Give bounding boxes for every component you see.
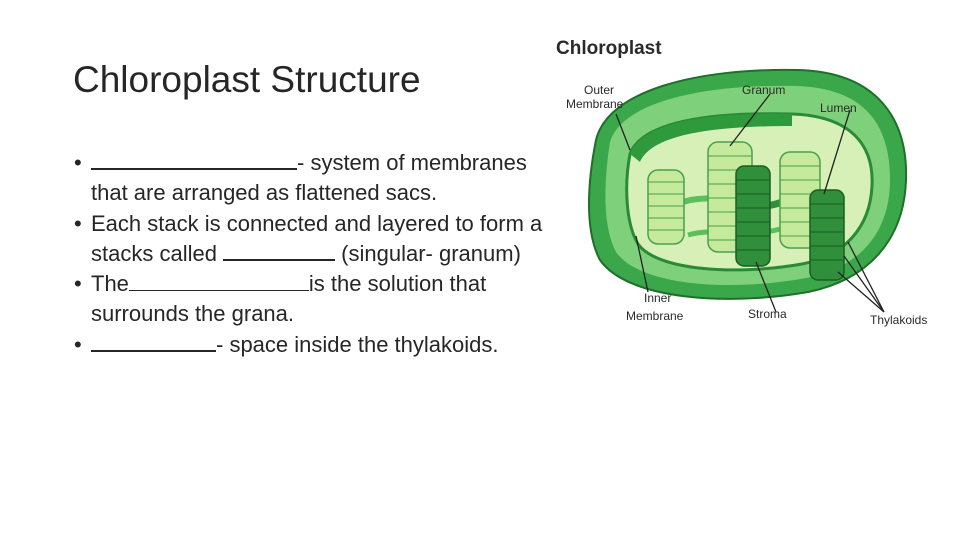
bullet-text: The — [91, 271, 129, 297]
granum-stack-dark — [809, 189, 845, 281]
blank-line — [91, 330, 216, 352]
bullet-text: - space inside the thylakoids. — [216, 331, 499, 357]
bullet-text: - system of membranes that are arranged … — [91, 150, 527, 206]
inner-membrane-cut — [630, 113, 792, 162]
diagram-title: Chloroplast — [556, 38, 662, 59]
bullet-item: - system of membranes that are arranged … — [74, 148, 554, 209]
label-outer-membrane-1: Outer — [584, 83, 614, 97]
blank-line — [128, 270, 309, 292]
label-stroma: Stroma — [748, 307, 787, 321]
label-inner-membrane-2: Membrane — [626, 309, 684, 323]
bullet-text: is the solution that surrounds the grana… — [91, 271, 487, 327]
label-outer-membrane-2: Membrane — [566, 97, 624, 111]
granum-stack — [647, 169, 685, 245]
slide-title: Chloroplast Structure — [73, 59, 421, 100]
bullet-text: (singular- granum) — [335, 240, 521, 266]
chloroplast-diagram: Chloroplast Outer Membrane Granum Lumen … — [556, 38, 927, 327]
bullet-text: Each stack is connected and layered to f… — [91, 210, 543, 266]
granum-stack-dark — [735, 165, 771, 267]
leader-lines — [615, 93, 885, 313]
label-thylakoids: Thylakoids — [870, 313, 927, 327]
label-inner-membrane-1: Inner — [644, 291, 671, 305]
label-granum: Granum — [742, 83, 785, 97]
blank-line — [223, 239, 336, 261]
bullet-list: - system of membranes that are arranged … — [74, 148, 554, 360]
bullet-item: Each stack is connected and layered to f… — [74, 209, 554, 270]
label-lumen: Lumen — [820, 101, 857, 115]
bullet-item: - space inside the thylakoids. — [74, 330, 554, 361]
blank-line — [91, 148, 297, 170]
